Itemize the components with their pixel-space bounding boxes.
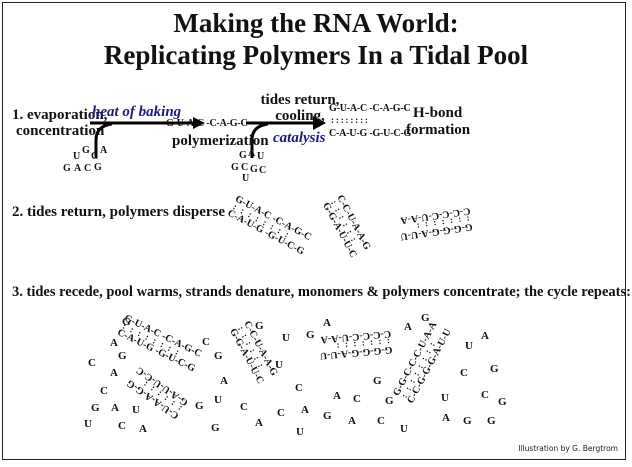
monomer-letter: G [463, 415, 472, 427]
monomer-letter: G [122, 316, 131, 328]
monomer-letter: U [465, 340, 473, 352]
arrow-1 [90, 117, 205, 158]
monomer-letter: U [214, 394, 222, 406]
duplex-bonds: : : : : : : : : [331, 115, 368, 125]
monomer-letter: G [498, 396, 507, 408]
monomer-letter: G [214, 350, 223, 362]
monomer-letter: C [259, 165, 267, 176]
illustration-credit: Illustration by G. Bergtrom [518, 444, 618, 453]
monomer-letter: A [248, 148, 256, 159]
monomer-letter: C [202, 336, 210, 348]
monomer-letter: U [73, 151, 81, 162]
monomer-letter: G [211, 422, 220, 434]
step1-label-line1: 1. evaporation, [12, 107, 108, 123]
monomer-letter: A [110, 367, 118, 379]
monomer-letter: A [100, 145, 108, 156]
monomer-letter: U [257, 151, 265, 162]
monomer-letter: G [239, 150, 247, 161]
monomer-letter: A [348, 415, 356, 427]
monomer-letter: G [306, 329, 315, 341]
monomer-letter: A [255, 417, 263, 429]
monomer-letter: G [250, 164, 258, 175]
monomer-letter: C [460, 367, 468, 379]
monomer-letter: U [275, 359, 283, 371]
monomer-letter: U [282, 332, 290, 344]
monomer-letter: G [82, 145, 90, 156]
monomer-letter: C [88, 357, 96, 369]
title-line-1: Making the RNA World: [173, 8, 459, 38]
monomer-letter: A [323, 317, 331, 329]
monomer-letter: U [441, 392, 449, 404]
monomer-letter: C [91, 151, 99, 162]
monomer-letter: A [442, 412, 450, 424]
monomer-letter: U [400, 423, 408, 435]
monomer-letter: A [404, 321, 412, 333]
arrow-2 [246, 116, 326, 158]
monomer-letter: A [333, 390, 341, 402]
hbond-line1: H-bond [413, 105, 463, 121]
monomer-letter: C [84, 163, 92, 174]
monomer-letter: C [118, 420, 126, 432]
monomer-letter: A [110, 337, 118, 349]
monomer-letter: A [111, 402, 119, 414]
monomer-letter: A [74, 163, 82, 174]
monomer-letter: U [296, 426, 304, 438]
monomer-letter: U [242, 173, 250, 184]
monomer-letter: G [421, 312, 430, 324]
monomer-letter: U [84, 418, 92, 430]
monomer-letter: A [301, 404, 309, 416]
monomer-letter: C [295, 382, 303, 394]
catalysis-label: catalysis [273, 130, 326, 146]
monomer-letter: U [132, 404, 140, 416]
duplex-top-strand: G-U-A-C -C-A-G-C [329, 103, 411, 114]
step3-label: 3. tides recede, pool warms, strands den… [12, 284, 631, 300]
hbond-line2: formation [406, 122, 471, 138]
monomer-letter: G [385, 395, 394, 407]
step1-label-line2: concentration [16, 123, 105, 139]
monomer-letter: A [139, 423, 147, 435]
monomer-letter: G [490, 363, 499, 375]
monomer-letter: C [100, 385, 108, 397]
monomer-letter: C [377, 415, 385, 427]
monomer-letter: G [195, 400, 204, 412]
monomer-letter: G [118, 350, 127, 362]
monomer-letter: G [63, 163, 71, 174]
diagram-frame [2, 2, 626, 460]
duplex-bottom-strand: C-A-U-G -G-U-C-G [329, 128, 412, 139]
monomer-letter: A [220, 375, 228, 387]
title-line-2: Replicating Polymers In a Tidal Pool [103, 40, 529, 70]
monomer-letter: G [231, 162, 239, 173]
rna-duplex: G-G-G-G-A-U-U : : : : : : : C-C-C-C-U-A-… [318, 327, 392, 360]
monomer-letter: C [241, 162, 249, 173]
monomer-letter: G [323, 410, 332, 422]
monomer-letter: C [240, 401, 248, 413]
polymer-sequence: G-U-A-C -C-A-G-C [166, 118, 248, 129]
tides-return-line2: cooling, [275, 108, 325, 124]
tides-return-line1: tides return, [260, 92, 340, 108]
heat-of-baking-label: heat of baking [92, 104, 182, 120]
polymerization-label: polymerization [172, 133, 269, 149]
monomer-letter: C [277, 407, 285, 419]
monomer-letter: G [255, 320, 264, 332]
monomer-letter: C [353, 393, 361, 405]
monomer-letter: A [481, 330, 489, 342]
step2-label: 2. tides return, polymers disperse [12, 204, 226, 220]
monomer-letter: G [91, 402, 100, 414]
monomer-letter: G [487, 415, 496, 427]
monomer-letter: G [373, 375, 382, 387]
monomer-letter: G [94, 162, 102, 173]
monomer-letter: C [481, 389, 489, 401]
